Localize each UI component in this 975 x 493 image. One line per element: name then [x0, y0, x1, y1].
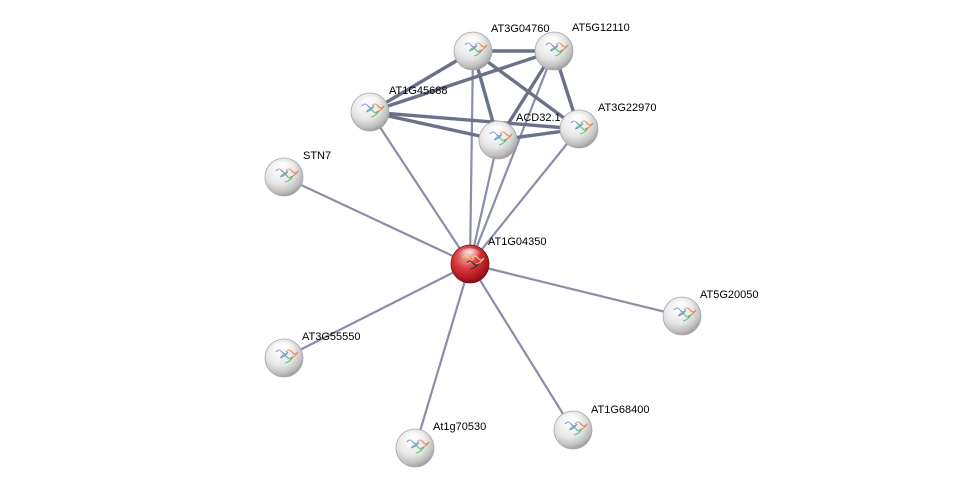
- node-at5g20050[interactable]: [662, 296, 702, 336]
- node-label-at3g22970: AT3G22970: [598, 102, 657, 114]
- node-at3g22970[interactable]: [559, 109, 599, 149]
- nodes-layer: [264, 31, 702, 468]
- node-gloss: [567, 113, 591, 128]
- edge-at1g45688-at3g22970: [368, 110, 581, 131]
- node-label-acd32-1: ACD32.1: [516, 112, 561, 124]
- node-gloss: [461, 35, 485, 50]
- node-at3g04760[interactable]: [453, 31, 493, 71]
- node-gloss: [272, 342, 296, 357]
- node-at5g12110[interactable]: [534, 31, 574, 71]
- node-stn7[interactable]: [264, 157, 304, 197]
- node-acd32-1[interactable]: [478, 120, 518, 160]
- node-at3g55550[interactable]: [264, 338, 304, 378]
- node-label-at1g04350: AT1G04350: [488, 236, 547, 248]
- node-label-stn7: STN7: [303, 150, 331, 162]
- node-gloss: [486, 124, 510, 139]
- edge-at1g04350-acd32-1: [468, 138, 500, 266]
- node-label-at1g70530: At1g70530: [433, 421, 486, 433]
- edge-at1g04350-at1g68400: [468, 262, 575, 432]
- node-label-at3g55550: AT3G55550: [302, 331, 361, 343]
- edge-at3g04760-at3g22970: [471, 49, 581, 131]
- node-label-at3g04760: AT3G04760: [491, 23, 550, 35]
- node-gloss: [458, 248, 482, 263]
- node-gloss: [542, 35, 566, 50]
- node-label-at5g20050: AT5G20050: [700, 289, 759, 301]
- node-at1g70530[interactable]: [395, 428, 435, 468]
- node-gloss: [561, 414, 585, 429]
- node-at1g68400[interactable]: [553, 410, 593, 450]
- node-gloss: [670, 300, 694, 315]
- edge-at1g04350-at3g04760: [468, 49, 475, 266]
- edge-at3g04760-at1g45688: [368, 49, 475, 114]
- edge-at1g04350-at1g70530: [413, 262, 472, 450]
- node-label-at1g45688: AT1G45688: [389, 85, 448, 97]
- edge-at1g04350-stn7: [282, 175, 472, 266]
- edge-at1g04350-at1g45688: [368, 110, 472, 266]
- edge-at1g04350-at5g12110: [468, 49, 556, 266]
- edge-at1g45688-acd32-1: [368, 110, 500, 142]
- edge-at5g12110-at1g45688: [368, 49, 556, 114]
- edge-at1g04350-at3g55550: [282, 262, 472, 360]
- node-label-at5g12110: AT5G12110: [572, 22, 630, 34]
- node-gloss: [272, 161, 296, 176]
- edge-at1g04350-at5g20050: [468, 262, 684, 318]
- node-label-at1g68400: AT1G68400: [591, 404, 650, 416]
- node-at1g45688[interactable]: [350, 92, 390, 132]
- edge-at1g04350-at3g22970: [468, 127, 581, 266]
- node-gloss: [403, 432, 427, 447]
- labels-layer: AT1G04350 AT3G04760 AT5G12110AT1G45688ACD3…: [302, 22, 759, 433]
- node-gloss: [358, 96, 382, 111]
- node-at1g04350[interactable]: [450, 244, 490, 284]
